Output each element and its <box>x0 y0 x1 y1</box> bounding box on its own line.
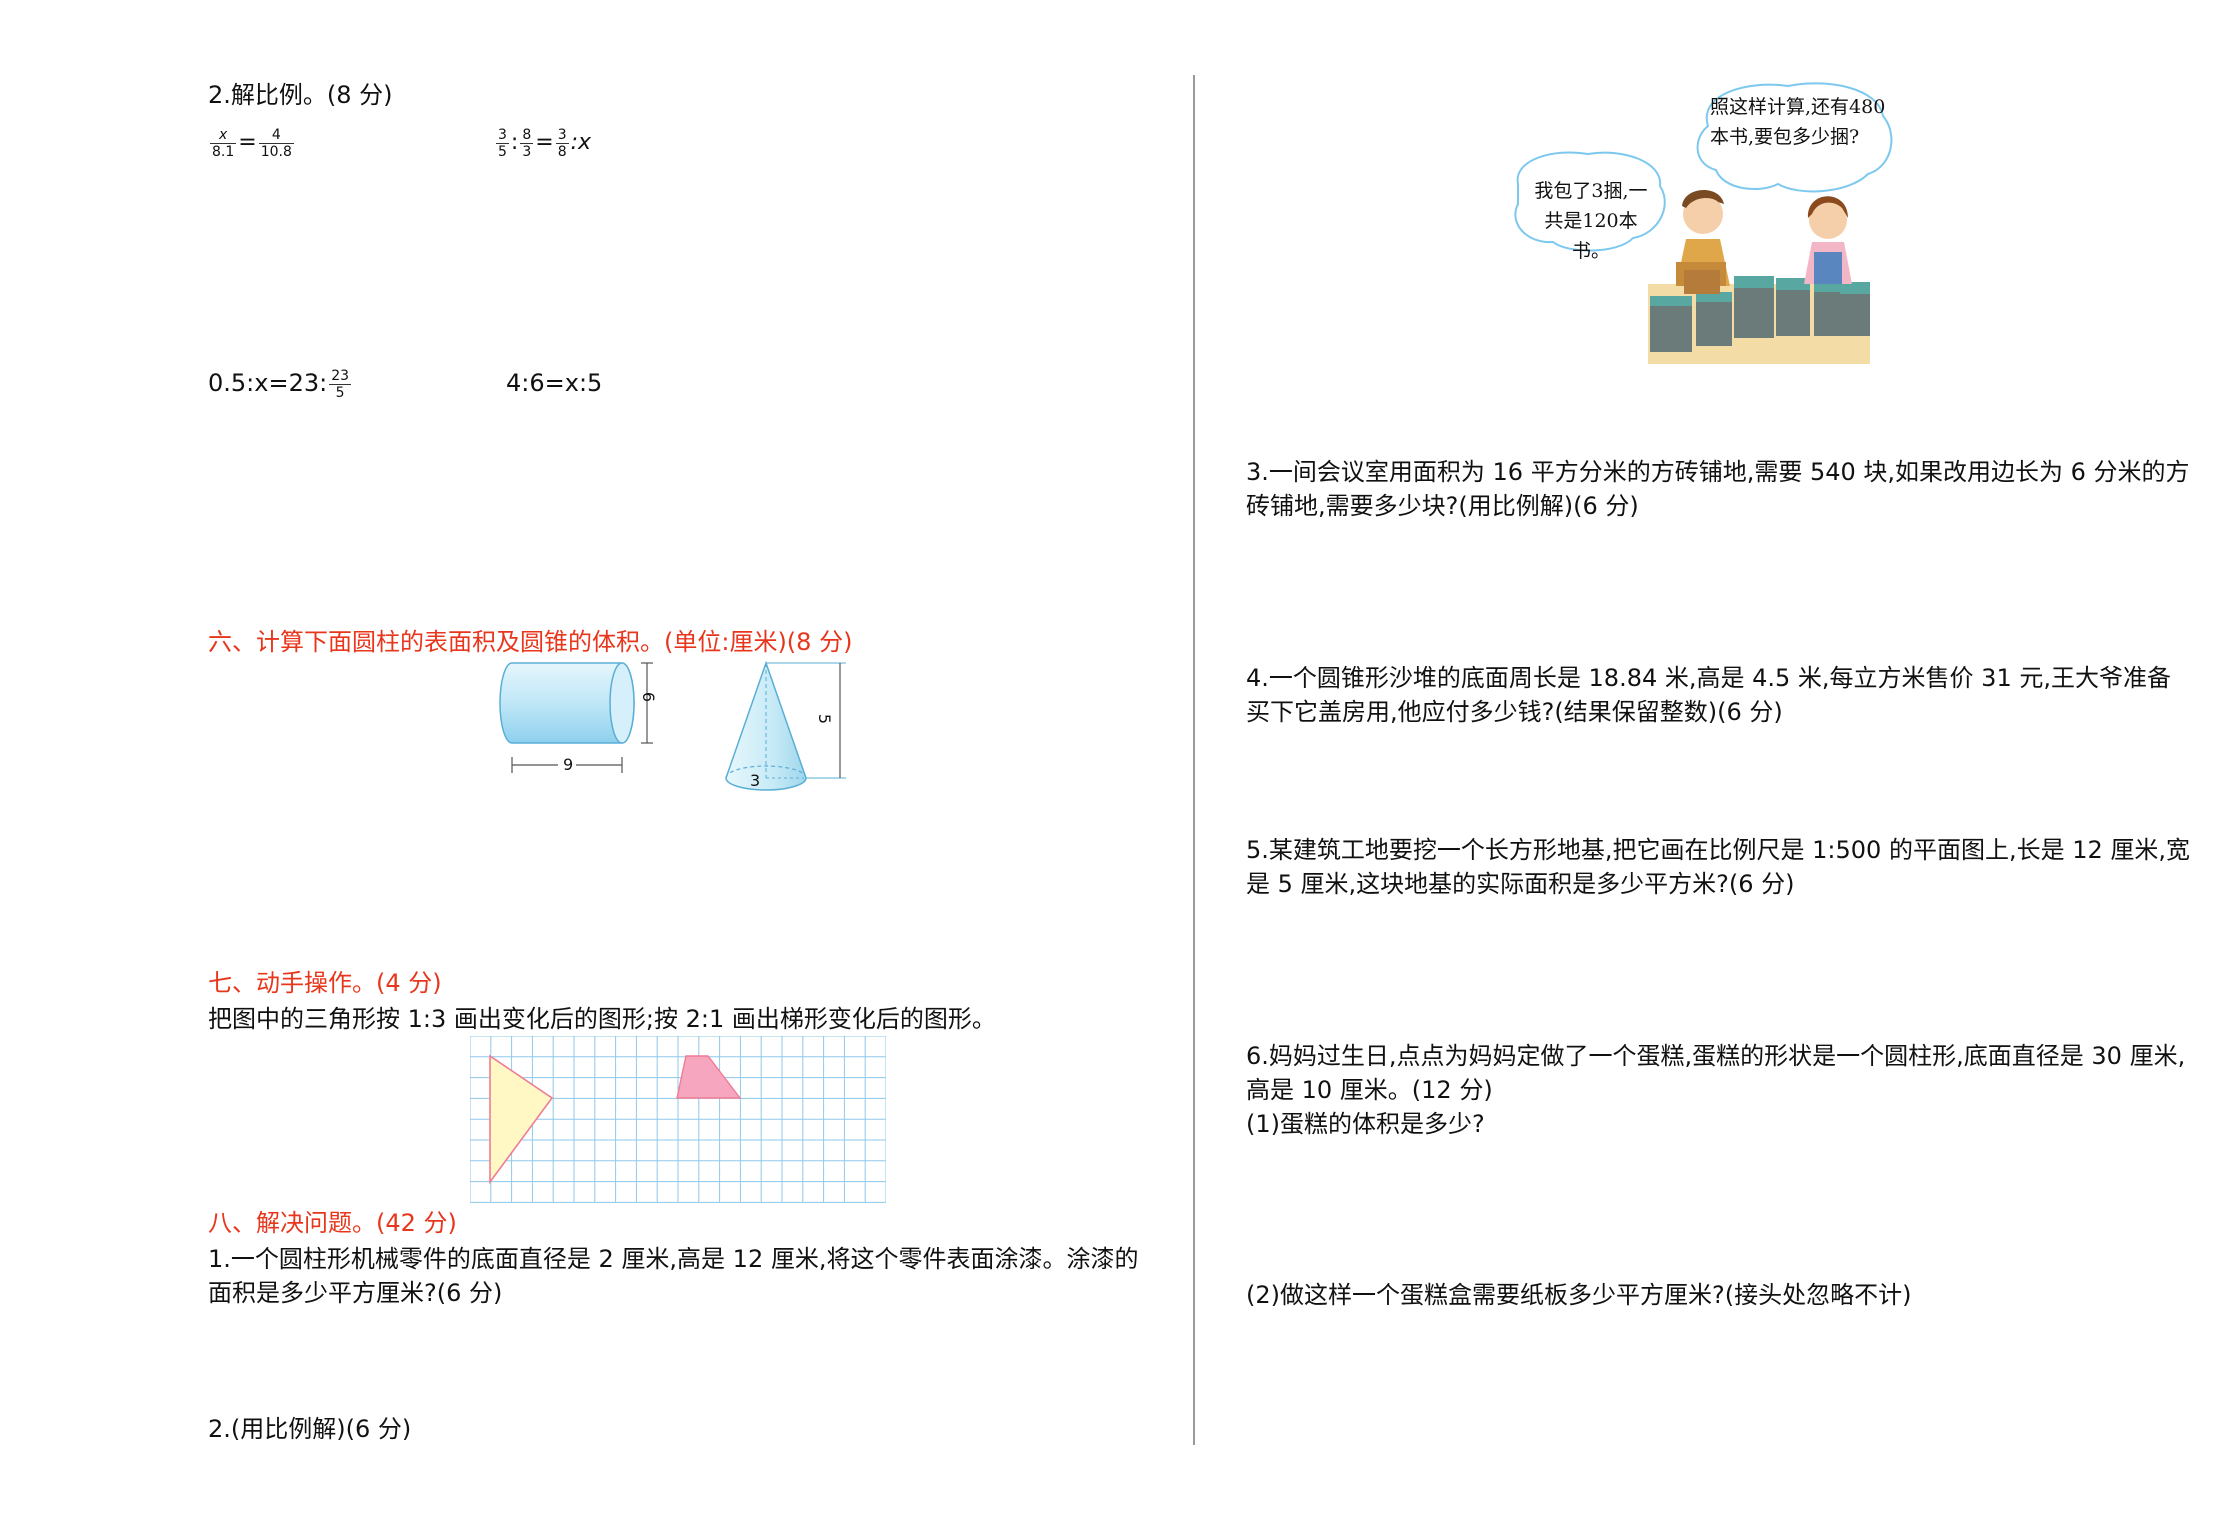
section-7-title: 七、动手操作。(4 分) <box>208 969 442 997</box>
problem-3-text: 3.一间会议室用面积为 16 平方分米的方砖铺地,需要 540 块,如果改用边长… <box>1246 458 2190 520</box>
eq2-b-num: 8 <box>520 126 534 144</box>
cone-figure <box>725 660 846 791</box>
eq3-frac-num: 23 <box>329 367 352 385</box>
eq2-tail: :x <box>570 130 592 155</box>
eq2-c-num: 3 <box>555 126 569 144</box>
eq1-rhs-num: 4 <box>258 127 294 144</box>
girl-figure <box>1804 196 1852 284</box>
problem-4-text: 4.一个圆锥形沙堆的底面周长是 18.84 米,高是 4.5 米,每立方米售价 … <box>1246 664 2171 726</box>
eq2-c-den: 8 <box>557 143 567 160</box>
proportion-eq-4: 4:6=x:5 <box>506 369 603 397</box>
eq2-a-num: 3 <box>496 126 509 144</box>
eq1-equals: = <box>238 130 257 155</box>
eq1-rhs-den: 10.8 <box>260 143 292 160</box>
eq2-a-den: 5 <box>498 143 507 160</box>
problem-6-text: 6.妈妈过生日,点点为妈妈定做了一个蛋糕,蛋糕的形状是一个圆柱形,底面直径是 3… <box>1246 1042 2186 1104</box>
cone-height-label: 5 <box>815 713 835 725</box>
eq2-equals: = <box>535 130 554 155</box>
problem-5-text: 5.某建筑工地要挖一个长方形地基,把它画在比例尺是 1:500 的平面图上,长是… <box>1246 836 2191 898</box>
problem-2-text: 2.(用比例解)(6 分) <box>208 1415 412 1443</box>
section-7-instruction: 把图中的三角形按 1:3 画出变化后的图形;按 2:1 画出梯形变化后的图形。 <box>208 1005 996 1033</box>
drawing-grid[interactable] <box>470 1036 886 1204</box>
column-divider <box>1193 75 1195 1445</box>
eq2-b-den: 3 <box>522 143 532 160</box>
eq1-lhs-den: 8.1 <box>212 143 235 160</box>
eq1-lhs-num: x <box>210 127 237 144</box>
book-stacks <box>1650 276 1870 352</box>
illustration-packing-books <box>1514 82 1893 364</box>
triangle-shape <box>489 1054 554 1185</box>
section-8-title: 八、解决问题。(42 分) <box>208 1209 457 1237</box>
speech-bubble-boy: 我包了3捆,一共是120本书。 <box>1534 180 1648 262</box>
problem-6-part-2: (2)做这样一个蛋糕盒需要纸板多少平方厘米?(接头处忽略不计) <box>1246 1281 1912 1309</box>
question-2-title: 2.解比例。(8 分) <box>208 81 393 109</box>
problem-6-part-1: (1)蛋糕的体积是多少? <box>1246 1110 1485 1138</box>
cylinder-figure <box>499 662 653 774</box>
cylinder-width-label: 9 <box>563 755 574 774</box>
trapezoid-shape <box>676 1055 742 1099</box>
eq2-colon: : <box>510 130 519 155</box>
cylinder-height-label: 6 <box>639 691 659 703</box>
eq3-frac-den: 5 <box>335 384 345 401</box>
boy-figure <box>1676 189 1730 294</box>
speech-bubble-girl: 照这样计算,还有480本书,要包多少捆? <box>1710 96 1886 148</box>
problem-1-text: 1.一个圆柱形机械零件的底面直径是 2 厘米,高是 12 厘米,将这个零件表面涂… <box>208 1245 1139 1307</box>
cone-radius-label: 3 <box>750 771 761 790</box>
eq3-text: 0.5:x=23: <box>208 369 328 397</box>
section-6-title: 六、计算下面圆柱的表面积及圆锥的体积。(单位:厘米)(8 分) <box>208 628 853 656</box>
